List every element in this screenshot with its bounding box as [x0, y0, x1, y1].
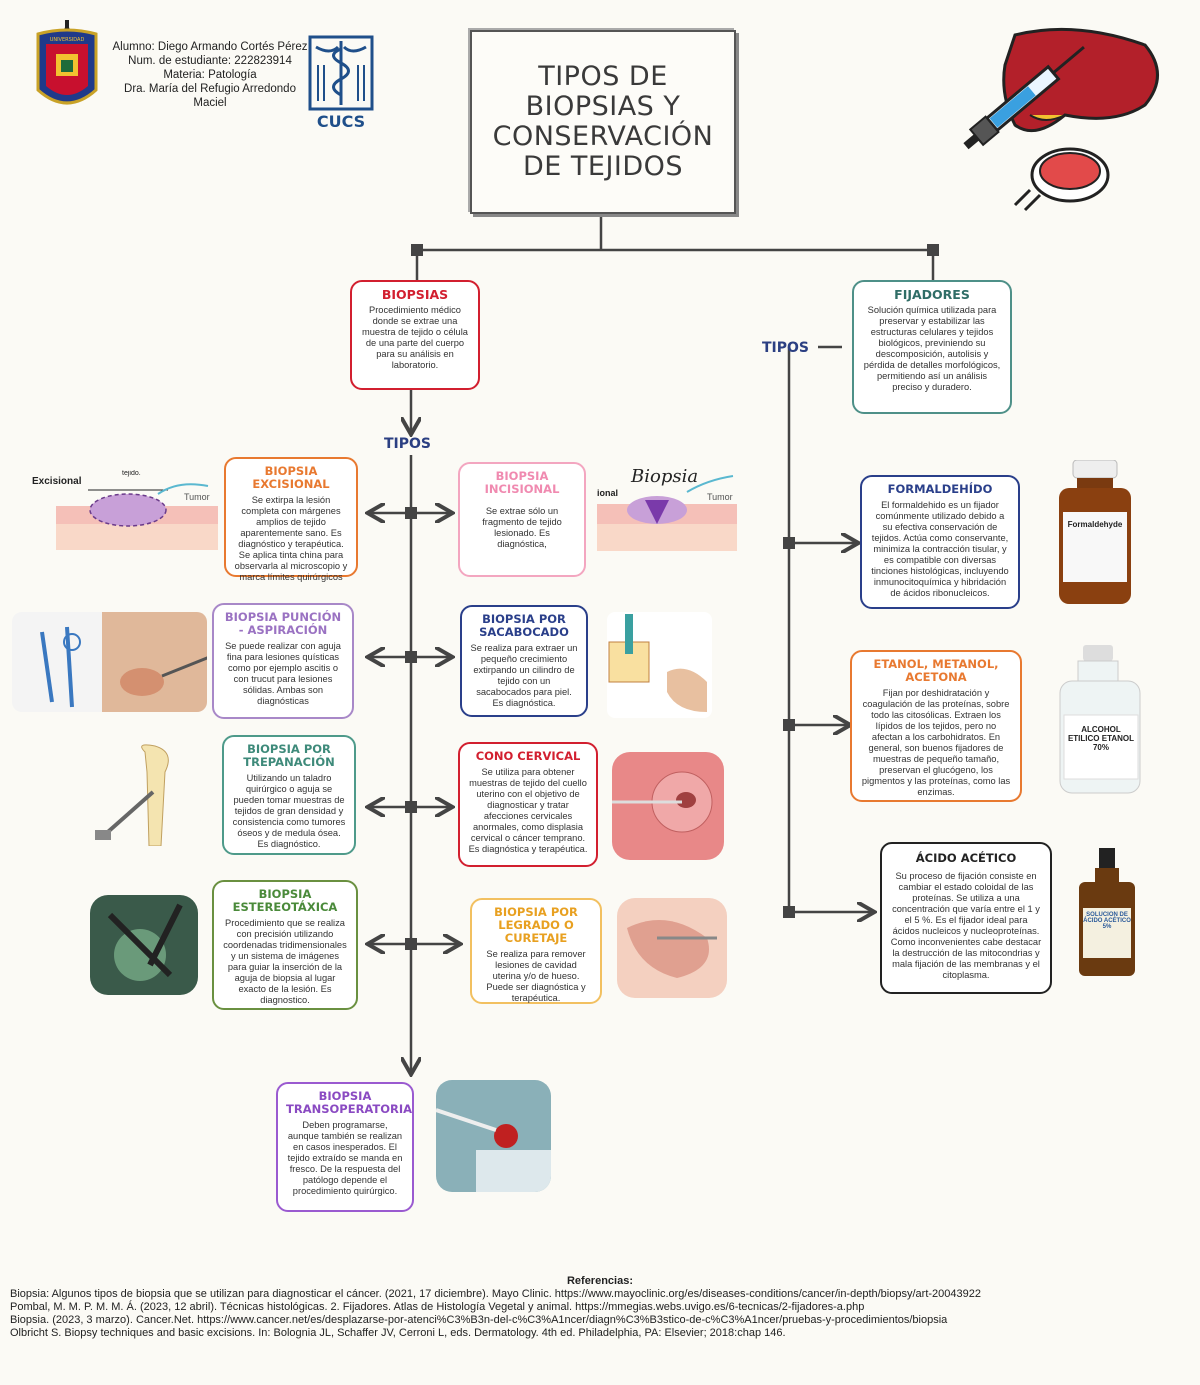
trepanacion-title: BIOPSIA POR TREPANACIÓN — [243, 742, 335, 769]
incisional-image: ional Biopsia Tumor — [597, 466, 737, 551]
estereotaxica-title: BIOPSIA ESTEREOTÁXICA — [232, 887, 338, 914]
puncion-title: BIOPSIA PUNCIÓN - ASPIRACIÓN — [224, 610, 342, 637]
university-seal-logo: UNIVERSIDAD — [34, 20, 100, 118]
cono-title: CONO CERVICAL — [475, 749, 581, 763]
reference-item: Olbricht S. Biopsy techniques and basic … — [10, 1327, 786, 1339]
subject: Materia: Patología — [163, 69, 257, 81]
incisional-biopsia-script: Biopsia — [631, 466, 699, 487]
teacher: Dra. María del Refugio Arredondo Maciel — [124, 83, 296, 109]
sacabocado-title: BIOPSIA POR SACABOCADO — [479, 612, 569, 639]
fijadores-tipos-label: TIPOS — [762, 340, 810, 356]
fijadores-text: Solución química utilizada para preserva… — [863, 305, 1001, 392]
fijadores-card: FIJADORES Solución química utilizada par… — [852, 280, 1012, 414]
header-info: Alumno: Diego Armando Cortés Pérez Num. … — [110, 40, 310, 110]
puncion-image — [12, 612, 207, 712]
excisional-title: BIOPSIA EXCISIONAL — [252, 464, 330, 491]
biopsias-text: Procedimiento médico donde se extrae una… — [362, 305, 468, 370]
transoperatoria-text: Deben programarse, aunque también se rea… — [287, 1120, 403, 1196]
biopsias-tipos-label: TIPOS — [384, 436, 432, 452]
student-number: Num. de estudiante: 222823914 — [128, 55, 292, 67]
main-title-box: TIPOS DE BIOPSIAS Y CONSERVACIÓN DE TEJI… — [470, 30, 736, 214]
card-biopsia-excisional: BIOPSIA EXCISIONAL Se extirpa la lesión … — [224, 457, 358, 582]
excisional-tumor-label: Tumor — [184, 492, 210, 502]
acetic-acid-bottle-image: SOLUCION DE ÁCIDO ACÉTICO 5% — [1075, 848, 1140, 978]
references-title: Referencias: — [566, 1275, 634, 1287]
alcohol-bottle-label: ALCOHOL ETILICO ETANOL 70% — [1067, 725, 1135, 752]
transoperatoria-image — [436, 1080, 551, 1192]
sacabocado-image — [607, 612, 712, 718]
transoperatoria-title: BIOPSIA TRANSOPERATORIA — [286, 1089, 413, 1116]
formaldehyde-bottle-image: Formaldehyde — [1055, 459, 1135, 605]
card-biopsia-legrado: BIOPSIA POR LEGRADO O CURETAJE Se realiz… — [470, 898, 602, 1004]
card-biopsia-puncion: BIOPSIA PUNCIÓN - ASPIRACIÓN Se puede re… — [212, 603, 354, 719]
etanol-title: ETANOL, METANOL, ACETONA — [873, 657, 999, 684]
card-biopsia-trepanacion: BIOPSIA POR TREPANACIÓN Utilizando un ta… — [222, 735, 356, 855]
fijadores-title: FIJADORES — [894, 287, 970, 302]
card-biopsia-estereotaxica: BIOPSIA ESTEREOTÁXICA Procedimiento que … — [212, 880, 358, 1010]
acetico-title: ÁCIDO ACÉTICO — [915, 851, 1017, 865]
formaldehido-title: FORMALDEHÍDO — [887, 482, 993, 496]
reference-item: Biopsia: Algunos tipos de biopsia que se… — [10, 1288, 981, 1300]
card-biopsia-transoperatoria: BIOPSIA TRANSOPERATORIA Deben programars… — [276, 1082, 414, 1212]
acetic-acid-bottle-label: SOLUCION DE ÁCIDO ACÉTICO 5% — [1083, 912, 1131, 930]
puncion-text: Se puede realizar con aguja fina para le… — [225, 641, 341, 706]
reference-item: Pombal, M. M. P. M. M. Á. (2023, 12 abri… — [10, 1301, 865, 1313]
trepanacion-image — [95, 742, 210, 846]
estereotaxica-image — [90, 895, 198, 995]
incisional-image-label: ional — [597, 488, 619, 498]
formaldehido-text: El formaldehido es un fijador comúnmente… — [871, 500, 1009, 598]
biopsias-title: BIOPSIAS — [381, 287, 449, 302]
formaldehyde-bottle-label: Formaldehyde — [1067, 520, 1123, 529]
legrado-text: Se realiza para remover lesiones de cavi… — [486, 949, 586, 1003]
cono-image — [612, 752, 724, 860]
sacabocado-text: Se realiza para extraer un pequeño creci… — [470, 643, 578, 708]
cono-text: Se utiliza para obtener muestras de teji… — [468, 767, 588, 854]
svg-text:UNIVERSIDAD: UNIVERSIDAD — [50, 37, 85, 43]
card-cono-cervical: CONO CERVICAL Se utiliza para obtener mu… — [458, 742, 598, 867]
liver-syringe-icon — [945, 15, 1170, 215]
main-title: TIPOS DE BIOPSIAS Y CONSERVACIÓN DE TEJI… — [492, 61, 714, 182]
estereotaxica-text: Procedimiento que se realiza con precisi… — [223, 918, 347, 1005]
etanol-text: Fijan por deshidratación y coagulación d… — [861, 688, 1011, 797]
cucs-label: CUCS — [316, 112, 366, 131]
excisional-image-label: Excisional — [32, 476, 82, 487]
legrado-image — [617, 898, 727, 998]
cucs-logo: CUCS — [308, 35, 374, 133]
card-formaldehido: FORMALDEHÍDO El formaldehido es un fijad… — [860, 475, 1020, 609]
trepanacion-text: Utilizando un taladro quirúrgico o aguja… — [232, 773, 346, 849]
card-biopsia-sacabocado: BIOPSIA POR SACABOCADO Se realiza para e… — [460, 605, 588, 717]
incisional-text: Se extrae sólo un fragmento de tejido le… — [482, 506, 562, 549]
incisional-title: BIOPSIA INCISIONAL — [484, 469, 560, 496]
card-acido-acetico: ÁCIDO ACÉTICO Su proceso de fijación con… — [880, 842, 1052, 994]
biopsias-card: BIOPSIAS Procedimiento médico donde se e… — [350, 280, 480, 390]
excisional-tejido-label: tejido. — [122, 470, 141, 477]
incisional-tumor-label: Tumor — [707, 492, 733, 502]
excisional-text: Se extirpa la lesión completa con márgen… — [234, 495, 348, 582]
alcohol-bottle-image: ALCOHOL ETILICO ETANOL 70% — [1058, 645, 1143, 795]
references: Referencias: Biopsia: Algunos tipos de b… — [10, 1275, 1190, 1340]
card-etanol: ETANOL, METANOL, ACETONA Fijan por deshi… — [850, 650, 1022, 802]
student-name: Alumno: Diego Armando Cortés Pérez — [112, 41, 308, 53]
acetico-text: Su proceso de fijación consiste en cambi… — [890, 871, 1042, 980]
card-biopsia-incisional: BIOPSIA INCISIONAL Se extrae sólo un fra… — [458, 462, 586, 577]
excisional-image: Excisional tejido. Tumor — [28, 470, 218, 550]
reference-item: Biopsia. (2023, 3 marzo). Cancer.Net. ht… — [10, 1314, 948, 1326]
legrado-title: BIOPSIA POR LEGRADO O CURETAJE — [494, 905, 578, 945]
